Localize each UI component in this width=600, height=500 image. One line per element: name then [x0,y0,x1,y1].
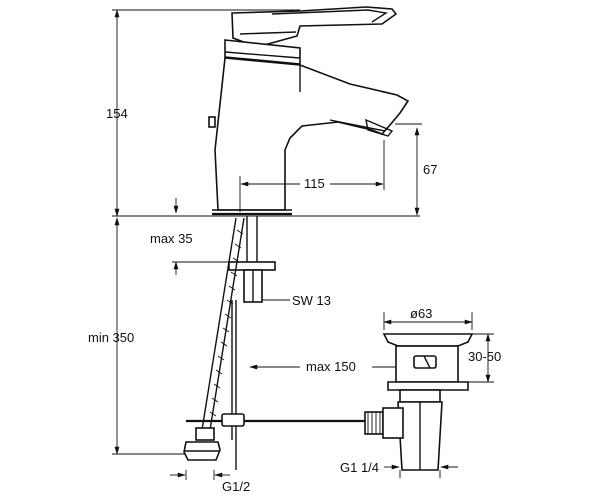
dimension-reach-115: 115 [239,140,385,212]
label-min-350: min 350 [88,330,134,345]
dimension-height-154: 154 [106,9,420,217]
hose-thread-label: G1/2 [170,470,250,494]
label-max-35: max 35 [150,231,193,246]
label-sw-13: SW 13 [292,293,331,308]
label-g1-1-4: G1 1/4 [340,460,379,475]
flexible-hose [183,217,245,461]
dimension-min-350: min 350 [88,217,186,455]
dimension-max-150: max 150 [249,359,396,374]
lever-handle [231,6,398,48]
label-30-50: 30-50 [468,349,501,364]
popup-rod [186,300,365,470]
label-diameter-63: ø63 [410,306,432,321]
dimension-30-50: 30-50 [468,333,501,383]
label-115: 115 [304,176,325,191]
label-g-1-2: G1/2 [222,479,250,494]
faucet-body [208,6,410,216]
dimension-max-35: max 35 [150,198,262,275]
dimension-height-67: 67 [395,123,437,216]
label-67: 67 [423,162,437,177]
label-154: 154 [106,106,128,121]
label-wrench-size: SW 13 [262,293,331,308]
drain-thread-label: G1 1/4 [340,460,458,478]
drain-assembly: ø63 [364,306,474,471]
mounting-hardware [228,216,276,303]
label-max-150: max 150 [306,359,356,374]
